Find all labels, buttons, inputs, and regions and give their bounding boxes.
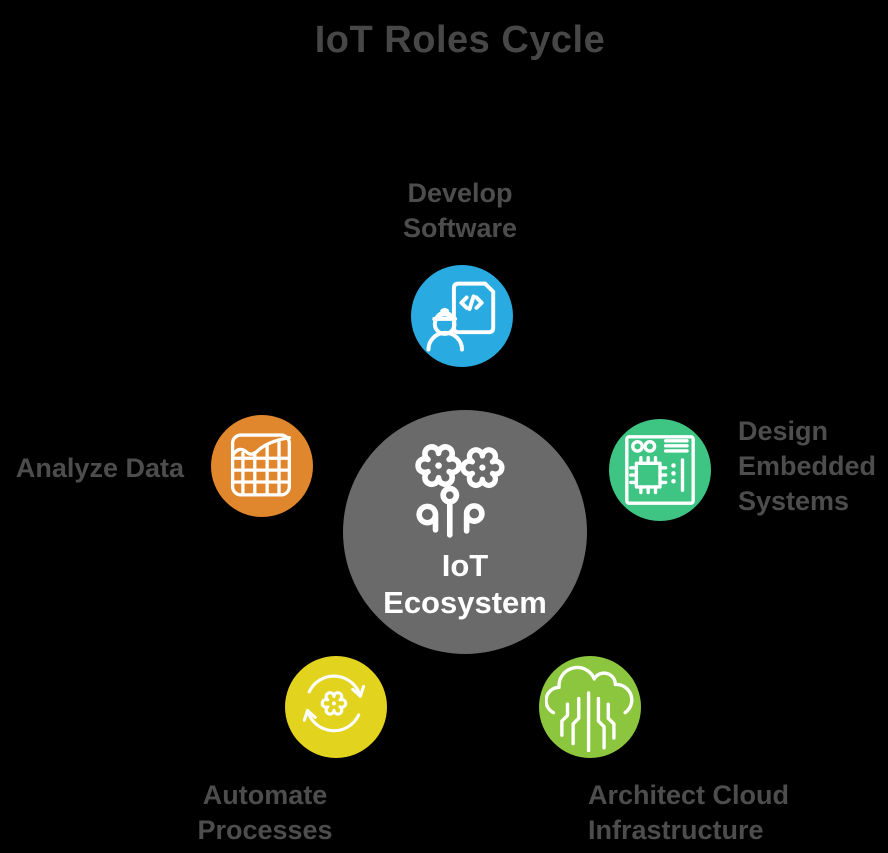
node-label-automate-processes: Automate Processes [197,780,333,845]
node-label-develop-software: Develop Software [402,178,518,243]
node-circle-architect-cloud-infrastructure [539,656,641,758]
node-circle-automate-processes [285,656,387,758]
node-circle-design-embedded-systems [609,419,711,521]
cloud-circuit-icon [545,662,635,752]
flower-gears-icon [410,436,512,538]
node-label-architect-cloud-infrastructure: Architect Cloud Infrastructure [588,780,790,845]
center-label: IoT Ecosystem [383,548,547,620]
node-label-analyze-data: Analyze Data [15,453,184,483]
center-circle-iot-ecosystem: IoT Ecosystem [343,410,587,654]
circuit-board-icon [624,434,696,506]
node-circle-analyze-data [211,415,313,517]
diagram-title: IoT Roles Cycle [314,19,606,61]
engineer-code-document-icon [425,279,499,353]
node-circle-develop-software [411,265,513,367]
node-label-design-embedded-systems: Design Embedded Systems [738,416,877,516]
area-chart-grid-icon [229,433,295,499]
gear-sync-arrows-icon [303,674,369,740]
